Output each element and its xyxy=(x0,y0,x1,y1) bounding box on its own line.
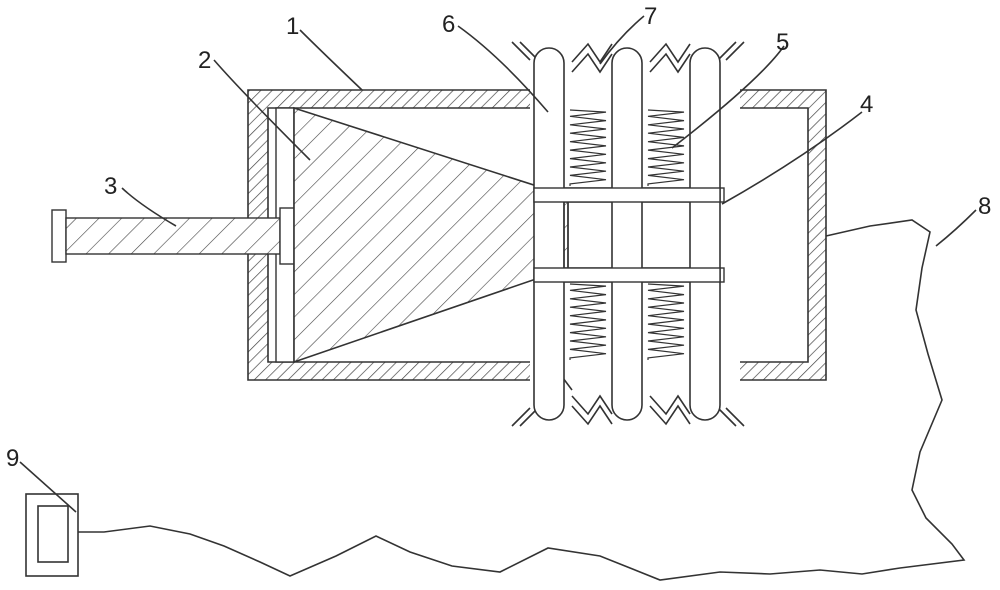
label-9: 9 xyxy=(6,445,19,472)
spring-4 xyxy=(647,283,685,360)
label-7: 7 xyxy=(644,3,657,30)
spring-2 xyxy=(647,109,685,186)
threaded-rod xyxy=(51,207,295,265)
label-3: 3 xyxy=(104,173,117,200)
locking-pins xyxy=(533,47,721,421)
label-6: 6 xyxy=(442,11,455,38)
wedge-block xyxy=(293,106,569,364)
leader-lines xyxy=(19,15,977,513)
label-5: 5 xyxy=(776,29,789,56)
label-2: 2 xyxy=(198,47,211,74)
spring-3 xyxy=(569,283,607,360)
label-8: 8 xyxy=(978,193,991,220)
springs xyxy=(569,109,685,360)
spring-1 xyxy=(569,109,607,186)
controller-box xyxy=(25,493,79,577)
label-1: 1 xyxy=(286,13,299,40)
cable xyxy=(78,219,966,581)
zigzag-teeth xyxy=(511,41,745,427)
label-4: 4 xyxy=(860,91,873,118)
